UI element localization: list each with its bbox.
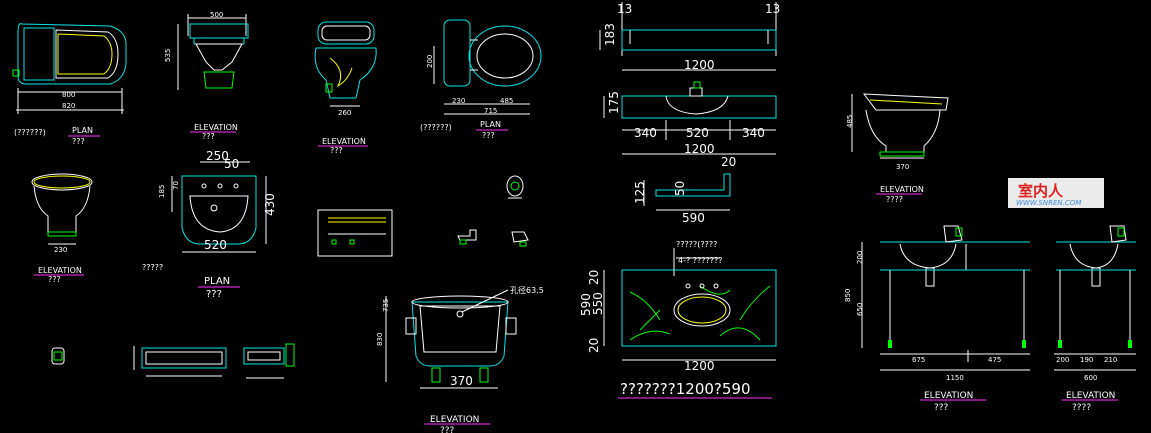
label-plan-2: PLAN: [480, 120, 501, 129]
dim-650: 650: [856, 303, 864, 316]
note-hole: 孔径63.5: [510, 285, 544, 295]
dim-70: 70: [172, 181, 180, 190]
dim-520: 520: [204, 238, 227, 252]
dim-13b: 13: [765, 2, 780, 16]
dim-715: 715: [484, 107, 497, 115]
watermark-logo: 室内人 WWW.SNREN.COM: [1008, 178, 1104, 208]
dim-1150: 1150: [946, 374, 964, 382]
label-q-2: ???: [202, 132, 215, 141]
toilet-side-plan: 200 230 485 715 (??????) PLAN ???: [420, 19, 542, 140]
dim-183: 183: [603, 23, 617, 46]
dim-50b: 50: [673, 181, 687, 196]
dim-1200a: 1200: [684, 58, 715, 72]
label-q-1: ???: [72, 137, 85, 146]
dim-485: 485: [500, 97, 513, 105]
dim-500: 500: [210, 11, 223, 19]
dim-230: 230: [452, 97, 465, 105]
vanity-front-elevation: 200 650 850 675 475 1150 ELEVATION ???: [844, 225, 1030, 413]
dim-675: 675: [912, 356, 925, 364]
note-basin: ?????: [142, 263, 163, 272]
marble-counter-plan: ?????(???? 4-? ??????? 20 550 20 590 120…: [579, 240, 777, 399]
label-plan-3: PLAN: [204, 276, 230, 287]
note-counter: ?????(????: [676, 240, 717, 249]
dim-475: 475: [988, 356, 1001, 364]
dim-520b: 520: [686, 126, 709, 140]
dim-370b: 370: [896, 163, 909, 171]
dim-260: 260: [338, 109, 351, 117]
dim-340b: 340: [742, 126, 765, 140]
label-elevation-1: ELEVATION: [194, 123, 238, 132]
counter-basin-elevation: 175 340 520 340 1200: [603, 81, 777, 156]
squat-toilet-elevation: 500 535 ELEVATION ???: [164, 11, 249, 141]
label-q-10: ????: [1072, 403, 1091, 413]
dim-550: 550: [591, 292, 605, 315]
note-squat: (??????): [14, 128, 46, 137]
label-elevation-6: ELEVATION: [924, 391, 973, 401]
label-elevation-3: ELEVATION: [38, 266, 82, 275]
faucet-fittings: [457, 175, 529, 247]
dim-800: 800: [62, 91, 75, 99]
dim-535: 535: [164, 49, 172, 62]
dim-210: 210: [1104, 356, 1117, 364]
dim-50: 50: [224, 157, 239, 171]
dim-200b: 200: [856, 251, 864, 264]
dim-250: 250: [206, 149, 229, 163]
basin-plan: 250 50 185 70 430 520 ????? PLAN ???: [142, 149, 277, 300]
dim-340a: 340: [634, 126, 657, 140]
bidet-elevation-right: 485 370 ELEVATION ????: [846, 93, 949, 204]
dim-370: 370: [450, 374, 473, 388]
label-q-7: ???: [440, 426, 455, 433]
toilet-front-elevation: 260 ELEVATION ???: [314, 21, 377, 155]
label-q-8: ????: [886, 195, 903, 204]
label-plan-1: PLAN: [72, 126, 93, 135]
vanity-side-elevation: 200 190 210 600 ELEVATION ????: [1054, 225, 1136, 413]
watermark-name: 室内人: [1018, 182, 1064, 200]
dim-230b: 230: [54, 246, 67, 254]
note-toilet: (??????): [420, 123, 452, 132]
dim-190: 190: [1080, 356, 1093, 364]
backsplash-section: 20 125 50 590: [633, 155, 736, 225]
caption-counter: ???????1200?590: [620, 380, 751, 398]
dim-485b: 485: [846, 115, 854, 128]
label-q-4: ???: [482, 131, 495, 140]
squat-toilet-plan: 800 820 (??????) PLAN ???: [12, 23, 127, 146]
dim-1200b: 1200: [684, 142, 715, 156]
towel-rack: [317, 209, 393, 257]
dim-200: 200: [426, 55, 434, 68]
dim-13a: 13: [617, 2, 632, 16]
label-q-3: ???: [330, 146, 343, 155]
bidet-elevation-left: 230 ELEVATION ???: [31, 173, 93, 284]
dim-175: 175: [607, 91, 621, 114]
label-q-5: ???: [48, 275, 61, 284]
dim-125: 125: [633, 181, 647, 204]
dim-185: 185: [158, 185, 166, 198]
counter-section-top: 13 13 183 1200: [599, 2, 780, 72]
label-elevation-2: ELEVATION: [322, 137, 366, 146]
dim-20b: 20: [587, 270, 601, 285]
dim-590b: 590: [579, 293, 593, 316]
dim-830: 830: [376, 333, 384, 346]
dim-430: 430: [263, 193, 277, 216]
label-q-6: ???: [206, 289, 222, 300]
dim-850: 850: [844, 289, 852, 302]
dim-820: 820: [62, 102, 75, 110]
dim-20c: 20: [587, 338, 601, 353]
dim-590: 590: [682, 211, 705, 225]
dim-1200c: 1200: [684, 359, 715, 373]
watermark-url: WWW.SNREN.COM: [1016, 199, 1081, 207]
dim-200c: 200: [1056, 356, 1069, 364]
bottom-left-items: [51, 343, 295, 379]
label-q-9: ???: [934, 403, 949, 413]
label-elevation-4: ELEVATION: [430, 415, 479, 425]
label-elevation-5: ELEVATION: [880, 185, 924, 194]
label-elevation-7: ELEVATION: [1066, 391, 1115, 401]
bathtub-elevation: 孔径63.5 735 830 370 ELEVATION ???: [376, 285, 544, 433]
note-holes: 4-? ???????: [678, 256, 723, 265]
dim-600: 600: [1084, 374, 1097, 382]
dim-735: 735: [382, 299, 390, 312]
dim-20a: 20: [721, 155, 736, 169]
